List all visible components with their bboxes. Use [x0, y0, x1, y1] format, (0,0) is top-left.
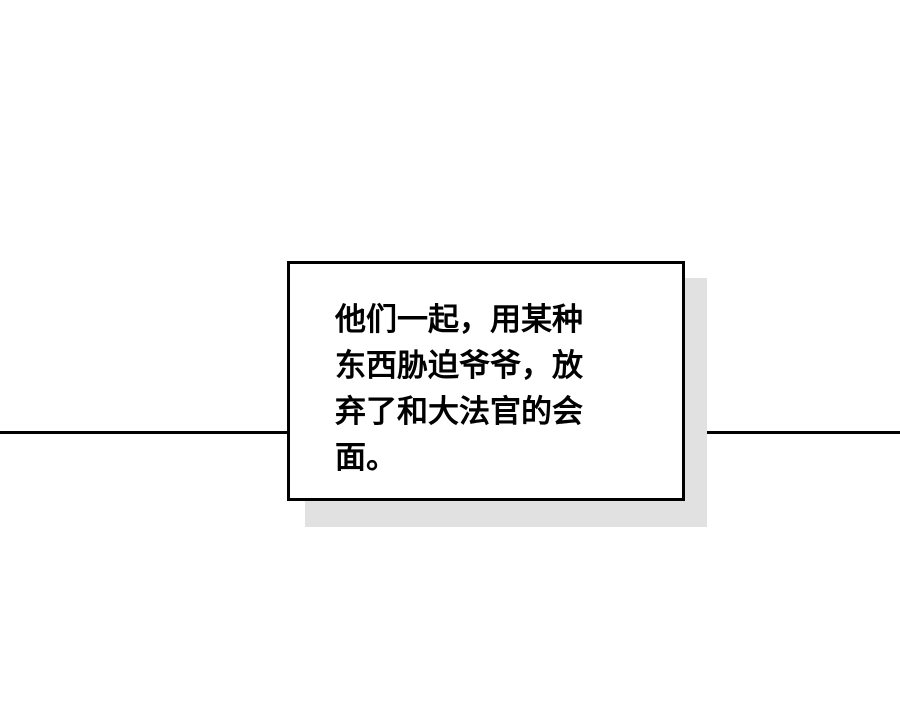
- caption-line: 东西胁迫爷爷，放: [335, 348, 583, 384]
- caption-text: 他们一起，用某种 东西胁迫爷爷，放 弃了和大法官的会 面。: [335, 297, 645, 481]
- caption-box: 他们一起，用某种 东西胁迫爷爷，放 弃了和大法官的会 面。: [287, 261, 685, 501]
- caption-line: 面。: [335, 440, 397, 476]
- caption-line: 弃了和大法官的会: [335, 394, 583, 430]
- caption-line: 他们一起，用某种: [335, 302, 583, 338]
